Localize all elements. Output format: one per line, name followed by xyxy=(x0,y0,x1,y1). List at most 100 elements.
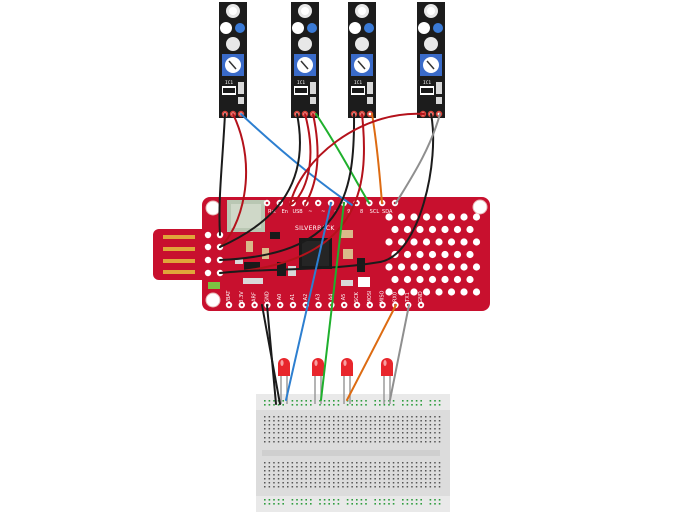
bottom-pin-label: ARF xyxy=(252,292,258,302)
proto-hole xyxy=(441,250,449,259)
wire-red xyxy=(219,113,365,274)
wire-black xyxy=(218,113,226,236)
proto-hole xyxy=(403,225,412,234)
wire-black xyxy=(219,113,301,248)
proto-hole xyxy=(466,225,474,234)
proto-hole xyxy=(422,263,431,271)
wire-red xyxy=(289,113,312,206)
proto-hole xyxy=(410,288,418,296)
proto-hole xyxy=(391,275,399,284)
proto-hole xyxy=(416,275,424,284)
proto-hole xyxy=(472,238,481,246)
bottom-pin-label: GND xyxy=(418,291,424,303)
board-brand-label: SILVERBACK xyxy=(295,225,335,232)
top-pin-label: ~ xyxy=(308,209,312,215)
proto-hole xyxy=(385,213,393,221)
proto-hole xyxy=(435,288,443,296)
proto-hole xyxy=(453,250,462,259)
top-pin-label: SDA xyxy=(382,209,393,215)
proto-hole xyxy=(460,288,468,296)
proto-hole xyxy=(472,263,481,271)
proto-hole xyxy=(453,275,462,284)
proto-hole xyxy=(472,213,481,221)
bottom-pin-label: TX1 xyxy=(405,292,411,303)
proto-hole xyxy=(428,250,437,259)
bottom-pin-label: 3.3V xyxy=(239,291,245,303)
wire-orange xyxy=(346,304,397,401)
proto-hole xyxy=(403,250,412,259)
wire-blue xyxy=(240,113,353,206)
bottom-pin-label: A0 xyxy=(277,294,283,301)
bottom-pin-label: A4 xyxy=(328,294,334,301)
wire-green xyxy=(320,202,345,401)
bottom-pin-label: VBAT xyxy=(226,290,232,304)
proto-hole xyxy=(466,250,474,259)
sensor-chip-label: IC1 xyxy=(354,80,362,86)
ir-sensor-module: IC1 xyxy=(417,2,445,118)
top-pin-label: En xyxy=(282,209,288,215)
led xyxy=(381,358,393,404)
proto-hole xyxy=(435,263,443,271)
ir-sensor-module: IC1 xyxy=(219,2,247,118)
proto-hole xyxy=(397,238,406,246)
usb-connector xyxy=(153,229,213,280)
proto-hole xyxy=(441,225,449,234)
proto-hole xyxy=(447,263,456,271)
proto-hole xyxy=(422,238,431,246)
header-pin xyxy=(204,231,212,239)
top-pin-label: 8 xyxy=(360,209,363,215)
bottom-pin-label: A5 xyxy=(341,294,347,301)
top-pin-label: USB xyxy=(292,209,303,215)
bottom-pin-label: A1 xyxy=(290,294,296,301)
breadboard-holes xyxy=(264,400,441,505)
led xyxy=(278,358,290,404)
header-pin xyxy=(204,243,212,251)
proto-hole xyxy=(435,213,443,221)
led xyxy=(312,358,324,404)
proto-hole xyxy=(410,238,418,246)
top-pin-label: ~ xyxy=(321,209,325,215)
proto-hole xyxy=(397,263,406,271)
sensor-chip-label: IC1 xyxy=(225,80,233,86)
wire-red xyxy=(304,113,319,206)
proto-hole xyxy=(385,263,393,271)
header-pin xyxy=(204,256,212,264)
proto-hole xyxy=(403,275,412,284)
proto-hole xyxy=(397,288,406,296)
led xyxy=(341,358,353,404)
bottom-pin-header xyxy=(225,301,425,309)
wire-black xyxy=(219,113,356,261)
proto-hole xyxy=(435,238,443,246)
wire-black xyxy=(219,113,435,274)
ir-sensor-module: IC1 xyxy=(348,2,376,118)
ir-sensor-module: IC1 xyxy=(291,2,319,118)
proto-hole xyxy=(460,213,468,221)
proto-hole xyxy=(466,275,474,284)
prototype-area xyxy=(385,213,481,296)
proto-hole xyxy=(447,288,456,296)
proto-hole xyxy=(428,275,437,284)
proto-hole xyxy=(416,250,424,259)
proto-hole xyxy=(385,288,393,296)
proto-hole xyxy=(453,225,462,234)
proto-hole xyxy=(472,288,481,296)
proto-hole xyxy=(391,225,399,234)
sensor-chip-label: IC1 xyxy=(423,80,431,86)
proto-hole xyxy=(460,263,468,271)
bottom-pin-label: A3 xyxy=(316,294,322,301)
bottom-pin-label: A2 xyxy=(303,294,309,301)
wire-blue xyxy=(285,202,332,401)
proto-hole xyxy=(385,238,393,246)
top-pin-label: SCL xyxy=(370,209,380,215)
proto-hole xyxy=(460,238,468,246)
proto-hole xyxy=(410,213,418,221)
proto-hole xyxy=(410,263,418,271)
proto-hole xyxy=(428,225,437,234)
wire-red xyxy=(219,113,247,248)
proto-hole xyxy=(447,213,456,221)
bottom-pin-label: MOSI xyxy=(367,291,373,304)
proto-hole xyxy=(447,238,456,246)
